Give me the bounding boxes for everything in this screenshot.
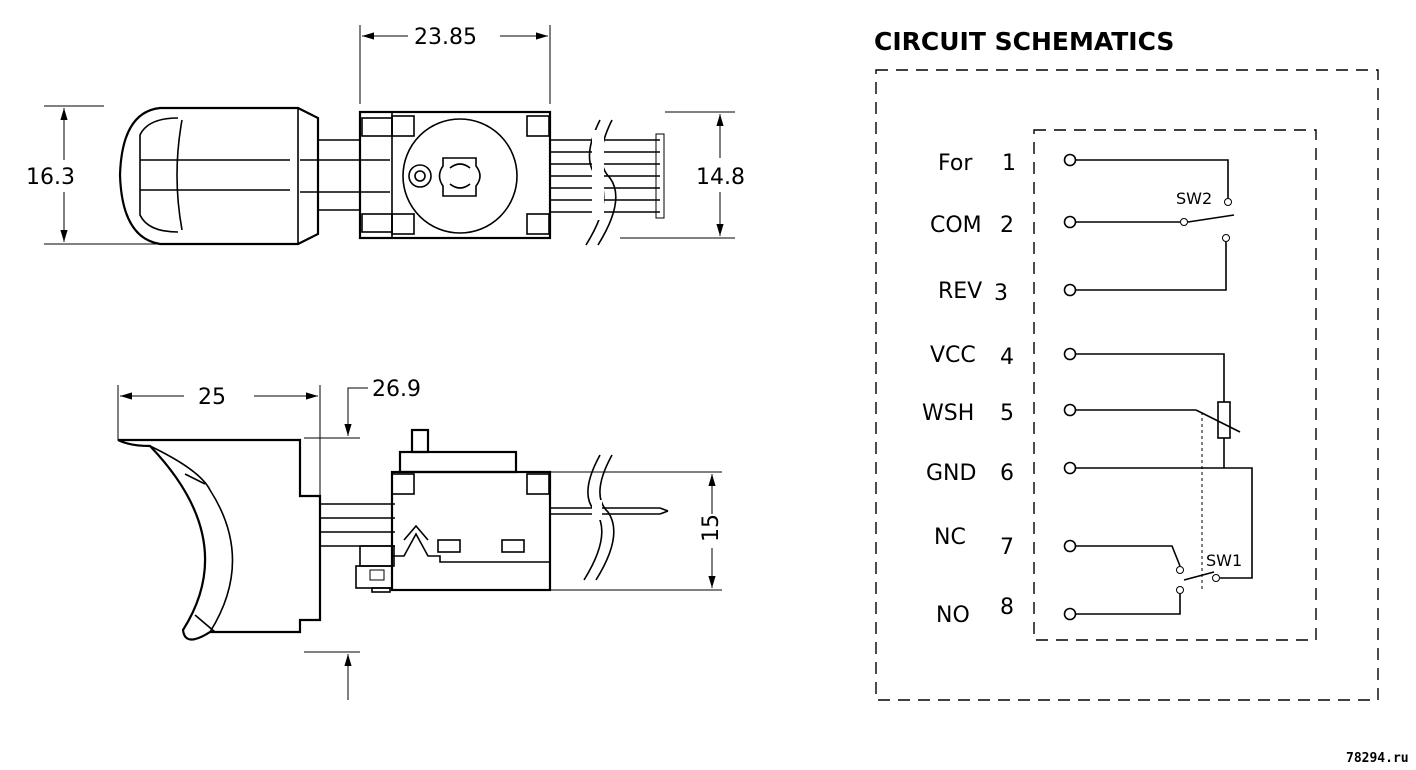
pin-6-number: 6 <box>1000 461 1014 486</box>
switch-sw2-label: SW2 <box>1176 189 1212 208</box>
pin-7-label: NC <box>934 525 966 550</box>
dim-top-height-right: 14.8 <box>696 165 745 190</box>
side-view-drawing <box>117 428 669 641</box>
pin-3-label: REV <box>938 279 982 304</box>
pin-2-label: COM <box>930 213 982 238</box>
side-view-dimensions: 25 26.9 15 <box>117 377 724 700</box>
pin-6-label: GND <box>926 461 976 486</box>
pin-1-number: 1 <box>1002 151 1016 176</box>
pin-8-label: NO <box>936 603 970 628</box>
pin-3-number: 3 <box>994 281 1008 306</box>
top-view-drawing <box>118 106 665 246</box>
dim-top-height-left: 16.3 <box>26 165 75 190</box>
dim-side-offset: 26.9 <box>372 377 421 402</box>
circuit-schematic: CIRCUIT SCHEMATICS For 1 COM 2 REV 3 VCC… <box>874 27 1379 701</box>
pin-5-label: WSH <box>922 401 974 426</box>
pin-2-number: 2 <box>1000 213 1014 238</box>
switch-sw1-label: SW1 <box>1206 551 1242 570</box>
inner-dashed-box <box>1033 129 1317 641</box>
pin-8-number: 8 <box>1000 595 1014 620</box>
dim-side-height: 15 <box>699 514 724 542</box>
top-view-dimensions: 23.85 16.3 14.8 <box>26 25 745 245</box>
pin-4-label: VCC <box>930 343 976 368</box>
pin-5-number: 5 <box>1000 401 1014 426</box>
pin-7-number: 7 <box>1000 535 1014 560</box>
pin-1-label: For <box>938 151 973 176</box>
dim-side-width: 25 <box>198 385 226 410</box>
schematic-title: CIRCUIT SCHEMATICS <box>874 27 1174 56</box>
outer-dashed-box <box>875 69 1379 701</box>
watermark-text: 78294.ru <box>1346 751 1409 766</box>
dim-top-width: 23.85 <box>414 25 477 50</box>
pin-4-number: 4 <box>1000 345 1014 370</box>
